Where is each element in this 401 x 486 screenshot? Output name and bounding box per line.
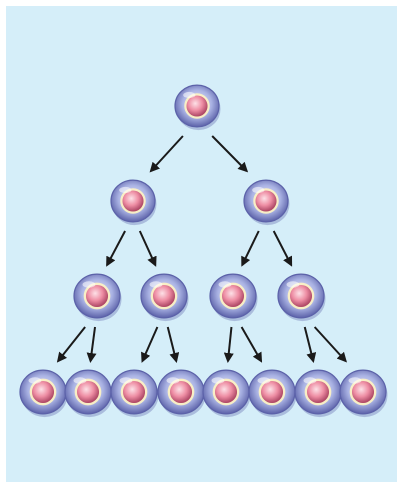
arrow-gen3-3-1 (223, 326, 234, 363)
diagram-svg (6, 6, 397, 482)
arrow-gen2-2-2 (272, 230, 293, 267)
diagram-background (6, 6, 397, 482)
arrow-gen3-4-2 (313, 326, 347, 363)
nucleus (221, 284, 245, 308)
arrow-gen3-1-2 (86, 326, 97, 363)
nucleus (306, 380, 330, 404)
nucleus (214, 380, 238, 404)
division-arrows (56, 135, 347, 363)
cell-gen4-6 (248, 369, 297, 418)
cell-gen4-5 (202, 369, 251, 418)
nucleus (31, 380, 55, 404)
arrow-gen1-1-2 (211, 135, 249, 173)
nucleus (255, 190, 277, 212)
arrow-gen2-1-1 (106, 230, 126, 267)
cell-gen2-1 (110, 179, 157, 226)
cell-gen4-3 (110, 369, 159, 418)
cell-gen3-1 (73, 273, 122, 322)
nucleus (289, 284, 313, 308)
arrow-gen3-4-1 (303, 326, 317, 363)
nucleus (76, 380, 100, 404)
arrow-gen3-2-1 (141, 326, 159, 363)
arrow-gen3-3-2 (240, 326, 263, 363)
nucleus (85, 284, 109, 308)
arrow-gen3-1-1 (56, 326, 86, 363)
arrow-gen1-1-1 (149, 135, 184, 173)
nucleus (186, 95, 208, 117)
nucleus (152, 284, 176, 308)
cell-gen4-1 (19, 369, 68, 418)
nucleus (122, 190, 144, 212)
nucleus (351, 380, 375, 404)
nucleus (122, 380, 146, 404)
cells (19, 84, 388, 418)
cell-gen4-8 (339, 369, 388, 418)
arrow-gen3-2-2 (166, 326, 180, 363)
cell-gen3-3 (209, 273, 258, 322)
cell-gen4-2 (64, 369, 113, 418)
cell-gen3-2 (140, 273, 189, 322)
arrow-gen2-2-1 (241, 230, 260, 267)
nucleus (169, 380, 193, 404)
cell-gen2-2 (243, 179, 290, 226)
cell-gen4-4 (157, 369, 206, 418)
cell-gen1-1 (174, 84, 221, 131)
nucleus (260, 380, 284, 404)
cell-gen3-4 (277, 273, 326, 322)
cell-division-diagram (6, 6, 397, 482)
arrow-gen2-1-2 (138, 230, 157, 267)
